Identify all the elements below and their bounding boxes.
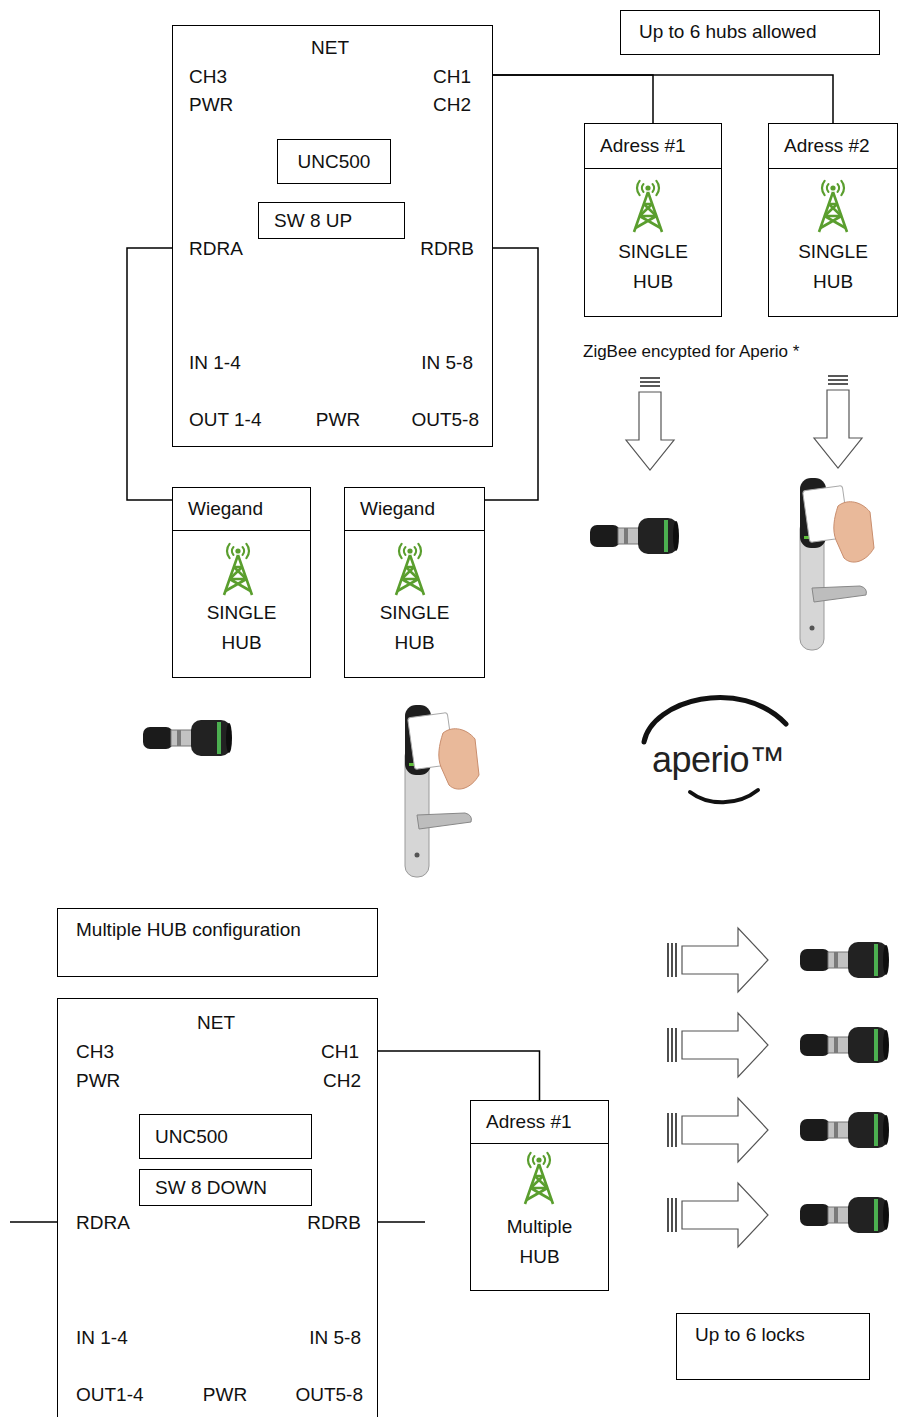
hub-address: Wiegand <box>188 498 263 520</box>
box-label: SW 8 UP <box>274 210 352 232</box>
wire <box>378 1051 540 1100</box>
port-label: OUT1-4 <box>76 1384 144 1406</box>
wire <box>493 75 653 123</box>
hub-header: Wiegand <box>173 488 310 531</box>
hub-type: Multiple HUB <box>492 1212 588 1272</box>
port-label: PWR <box>189 94 233 116</box>
antenna-icon <box>396 544 424 595</box>
hollow-arrow <box>668 1183 768 1247</box>
port-label: IN 1-4 <box>76 1327 128 1349</box>
wire-stub <box>10 1221 57 1223</box>
note-text: Multiple HUB configuration <box>76 919 301 941</box>
wire-stub <box>378 1221 425 1223</box>
note-label: ZigBee encypted for Aperio * <box>583 342 799 362</box>
port-label: PWR <box>316 409 360 431</box>
wire <box>493 75 833 123</box>
module-box: UNC500 <box>277 139 391 184</box>
antenna-icon <box>224 544 252 595</box>
hub-address: Adress #2 <box>784 135 870 157</box>
logo-arc <box>690 790 758 802</box>
port-label: NET <box>311 37 349 59</box>
switch-box: SW 8 UP <box>258 202 405 239</box>
connectors <box>127 75 833 1100</box>
port-label: CH2 <box>433 94 471 116</box>
hollow-arrow <box>668 1013 768 1077</box>
hub-type: SINGLE HUB <box>785 237 881 297</box>
hub-box: Adress #2 SINGLE HUB <box>768 123 898 317</box>
port-label: IN 1-4 <box>189 352 241 374</box>
port-label: OUT 1-4 <box>189 409 262 431</box>
logo-text: aperio™ <box>652 740 785 780</box>
hub-header: Adress #2 <box>769 124 897 169</box>
antenna-icon <box>525 1153 553 1204</box>
note-text: Up to 6 hubs allowed <box>639 21 816 43</box>
hub-header: Adress #1 <box>585 124 721 169</box>
hub-box: WiegandSINGLE HUB <box>172 487 311 678</box>
hollow-arrow <box>668 1098 768 1162</box>
switch-box: SW 8 DOWN <box>139 1169 312 1206</box>
note-box: Up to 6 locks <box>676 1313 870 1380</box>
antenna-icon <box>819 181 847 232</box>
hub-box: Adress #1 SINGLE HUB <box>584 123 722 317</box>
hub-header: Wiegand <box>345 488 484 531</box>
note-text: Up to 6 locks <box>695 1324 805 1346</box>
cylinder-lock <box>143 720 232 756</box>
hub-box: WiegandSINGLE HUB <box>344 487 485 678</box>
hub-address: Wiegand <box>360 498 435 520</box>
box-label: UNC500 <box>298 151 371 173</box>
hub-type: SINGLE HUB <box>194 598 290 658</box>
hub-type: SINGLE HUB <box>605 237 701 297</box>
port-label: CH3 <box>189 66 227 88</box>
antenna-icon <box>634 181 662 232</box>
logo-arc <box>644 697 786 742</box>
port-label: RDRB <box>307 1212 361 1234</box>
hub-address: Adress #1 <box>600 135 686 157</box>
controller-box: NET CH3PWR CH1CH2RDRA RDRB IN 1-4 IN 5-8OUT 1… <box>172 25 493 447</box>
note-box: Multiple HUB configuration <box>57 908 378 977</box>
module-box: UNC500 <box>139 1114 312 1159</box>
hub-address: Adress #1 <box>486 1111 572 1133</box>
wire <box>127 248 172 500</box>
port-label: CH1 <box>321 1041 359 1063</box>
port-label: CH2 <box>323 1070 361 1092</box>
box-label: UNC500 <box>155 1126 228 1148</box>
port-label: IN 5-8 <box>309 1327 361 1349</box>
hollow-arrow <box>626 378 674 470</box>
box-label: SW 8 DOWN <box>155 1177 267 1199</box>
controller-box: NET CH3PWR CH1CH2RDRA RDRB IN 1-4 IN 5-8OUT1-… <box>57 998 378 1417</box>
port-label: IN 5-8 <box>421 352 473 374</box>
port-label: CH3 <box>76 1041 114 1063</box>
hub-box: Adress #1 Multiple HUB <box>470 1100 609 1291</box>
cylinder-lock <box>800 942 889 978</box>
cylinder-lock <box>800 1027 889 1063</box>
hub-type: SINGLE HUB <box>367 598 463 658</box>
port-label: RDRA <box>76 1212 130 1234</box>
note-box: Up to 6 hubs allowed <box>620 10 880 55</box>
port-label: PWR <box>76 1070 120 1092</box>
handle-lock <box>405 705 479 877</box>
port-label: OUT5-8 <box>411 409 479 431</box>
handle-lock <box>800 478 874 650</box>
port-label: OUT5-8 <box>295 1384 363 1406</box>
port-label: RDRB <box>420 238 474 260</box>
port-label: CH1 <box>433 66 471 88</box>
hollow-arrow <box>668 928 768 992</box>
hub-header: Adress #1 <box>471 1101 608 1144</box>
cylinder-lock <box>800 1197 889 1233</box>
port-label: RDRA <box>189 238 243 260</box>
cylinder-lock <box>590 518 679 554</box>
cylinder-lock <box>800 1112 889 1148</box>
port-label: PWR <box>203 1384 247 1406</box>
port-label: NET <box>197 1012 235 1034</box>
hollow-arrow <box>814 376 862 468</box>
